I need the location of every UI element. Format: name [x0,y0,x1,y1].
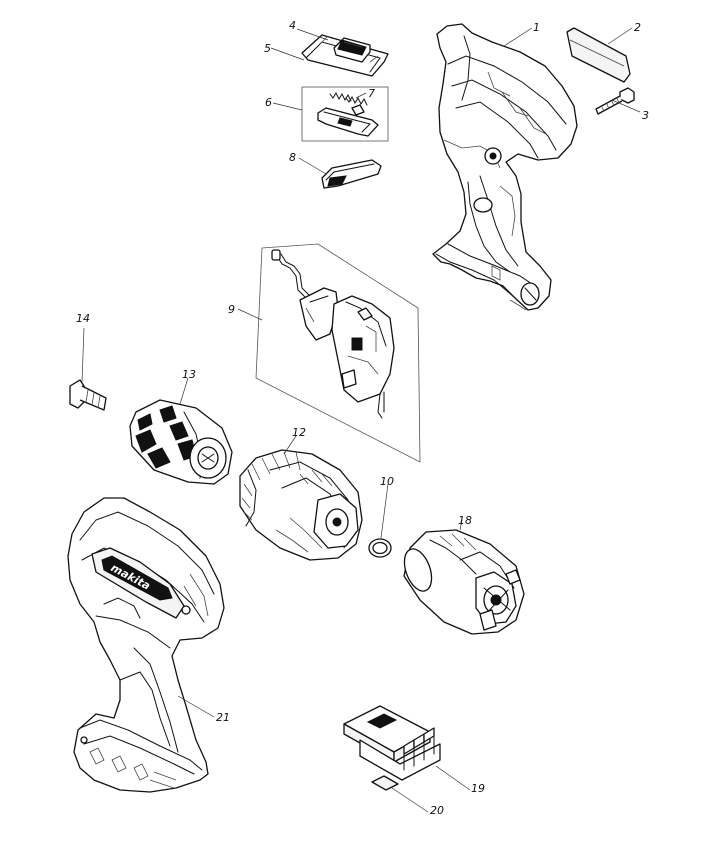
callout-1: 1 [533,21,540,34]
chuck-screw-icon [69,379,107,411]
callout-18: 18 [458,514,472,527]
callout-19: 19 [471,782,485,795]
callout-21: 21 [216,711,230,724]
leader-lines [81,27,641,813]
housing-half-right-icon [432,23,578,311]
lever-assembly-icon [317,104,379,137]
callout-20: 20 [430,804,444,817]
callout-13: 13 [182,368,196,381]
callout-12: 12 [292,426,306,439]
housing-half-left-icon: makita [67,497,225,793]
callout-10: 10 [380,475,394,488]
tapping-screw-icon [595,87,635,115]
dc-motor-icon [403,529,525,635]
gear-assembly-icon [239,449,363,561]
change-lever-icon [321,159,382,189]
switch-assembly-icon [271,249,395,419]
callout-3: 3 [642,109,649,122]
callout-labels: 1 2 3 4 5 6 7 8 9 10 12 13 14 18 19 20 2… [76,19,649,817]
callout-14: 14 [76,312,90,325]
switch-assembly-frame [255,243,421,463]
callout-2: 2 [634,21,641,34]
compression-spring-icon [329,91,368,106]
insulation-sheet-icon [371,775,399,791]
callout-8: 8 [289,151,296,164]
switch-cap-icon [333,37,371,63]
callout-5: 5 [264,42,271,55]
label-plate-icon [566,27,631,83]
o-ring-icon [368,538,392,558]
callout-6: 6 [265,96,272,109]
keyless-chuck-icon [129,399,233,485]
lever-assembly-frame [301,86,389,142]
callout-7: 7 [368,87,375,100]
callout-9: 9 [228,303,235,316]
callout-4: 4 [289,19,296,32]
controller-icon [343,705,441,781]
